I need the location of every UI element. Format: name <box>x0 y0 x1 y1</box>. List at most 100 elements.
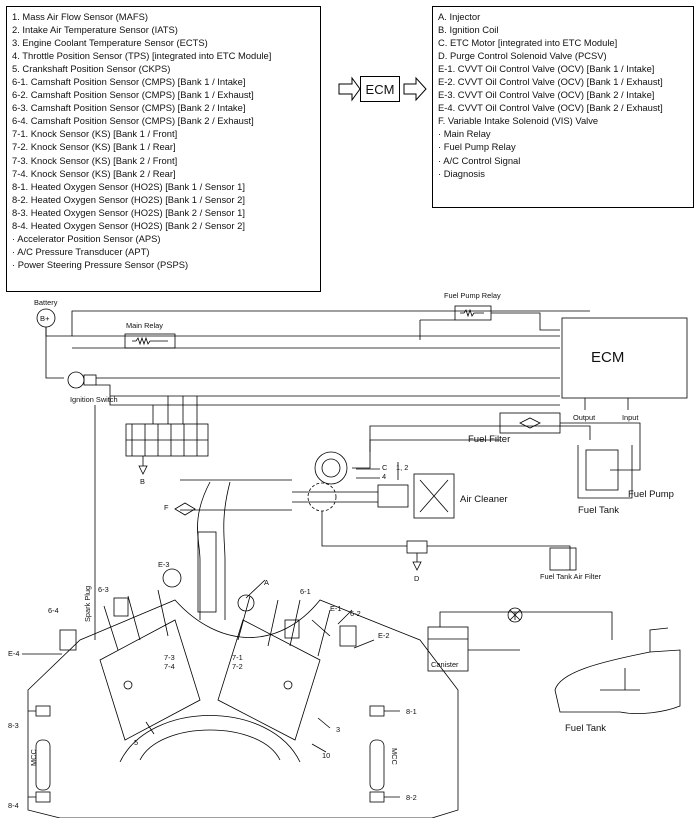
pcsv-valve <box>406 540 428 554</box>
fuel-pump-relay-label: Fuel Pump Relay <box>444 291 501 300</box>
output-list-item: E-4. CVVT Oil Control Valve (OCV) [Bank … <box>438 102 663 114</box>
fuel-tank-lower <box>554 649 681 714</box>
output-label: Output <box>573 413 595 422</box>
mcc-bank-2 <box>35 739 51 791</box>
label-e-1: E-1 <box>330 604 342 613</box>
mcc-bank-1 <box>369 739 385 791</box>
canister-label: Canister <box>431 660 459 669</box>
battery-label: Battery <box>34 298 58 307</box>
output-list-item: D. Purge Control Solenoid Valve (PCSV) <box>438 50 607 62</box>
air-cleaner <box>413 473 455 519</box>
fuel-tank-air-filter <box>549 547 577 571</box>
label-f: F <box>164 503 169 512</box>
fuel-filter <box>499 412 561 434</box>
label-5: 5 <box>134 738 138 747</box>
ecm-flow-arrows <box>338 76 427 102</box>
label-n1-2: 1, 2 <box>396 463 408 472</box>
mass-air-flow-sensor <box>377 484 409 508</box>
input-list-item: 8-4. Heated Oxygen Sensor (HO2S) [Bank 2… <box>12 219 245 231</box>
ecm-module <box>561 317 688 399</box>
cmps-6-1 <box>284 619 300 639</box>
input-list-item: 6-3. Camshaft Position Sensor (CMPS) [Ba… <box>12 102 246 114</box>
ho2s-8-3 <box>35 705 51 717</box>
fuel-pump <box>585 449 619 491</box>
spark-plug-label: Spark Plug <box>83 586 92 622</box>
input-list-item: · Power Steering Pressure Sensor (PSPS) <box>12 258 189 270</box>
label-c: C <box>382 463 388 472</box>
label-6-1: 6-1 <box>300 587 311 596</box>
injector-a <box>237 594 255 612</box>
input-list-item: 8-3. Heated Oxygen Sensor (HO2S) [Bank 2… <box>12 206 245 218</box>
input-list-item: 4. Throttle Position Sensor (TPS) [integ… <box>12 50 272 62</box>
center-ecm-label: ECM <box>365 81 395 97</box>
ho2s-8-4 <box>35 791 51 803</box>
ho2s-8-1 <box>369 705 385 717</box>
label-6-4: 6-4 <box>48 606 59 615</box>
intake-manifold <box>197 531 217 613</box>
rollover-valve <box>507 607 523 623</box>
input-list-item: 1. Mass Air Flow Sensor (MAFS) <box>12 11 148 22</box>
input-sensor-list: 1. Mass Air Flow Sensor (MAFS) 2. Intake … <box>6 6 321 292</box>
ignition-switch <box>67 371 85 389</box>
input-list-item: · Accelerator Position Sensor (APS) <box>12 232 161 244</box>
ignition-switch-label: Ignition Switch <box>70 395 118 404</box>
fuel-tank-air-filter-label: Fuel Tank Air Filter <box>540 572 602 581</box>
air-cleaner-label: Air Cleaner <box>460 494 508 505</box>
label-6-2: 6-2 <box>350 609 361 618</box>
label-7-1: 7-1 <box>232 653 243 662</box>
fuel-filter-label: Fuel Filter <box>468 434 510 445</box>
output-list-item: F. Variable Intake Solenoid (VIS) Valve <box>438 115 599 127</box>
main-relay <box>124 333 176 349</box>
input-list-item: 6-1. Camshaft Position Sensor (CMPS) [Ba… <box>12 76 246 88</box>
fuel-pump-label: Fuel Pump <box>628 489 674 500</box>
label-8-3: 8-3 <box>8 721 19 730</box>
label-e-4: E-4 <box>8 649 20 658</box>
input-list-item: 2. Intake Air Temperature Sensor (IATS) <box>12 24 178 36</box>
label-e-2: E-2 <box>378 631 390 640</box>
cylinder-bank-2 <box>99 619 201 741</box>
input-list-item: 5. Crankshaft Position Sensor (CKPS) <box>12 63 171 75</box>
input-list-item: 8-1. Heated Oxygen Sensor (HO2S) [Bank 1… <box>12 180 245 192</box>
output-list-item: E-2. CVVT Oil Control Valve (OCV) [Bank … <box>438 76 663 88</box>
output-list-item: · Fuel Pump Relay <box>438 141 516 153</box>
label-6-3: 6-3 <box>98 585 109 594</box>
input-list-item: · A/C Pressure Transducer (APT) <box>12 245 150 257</box>
cmps-6-4 <box>59 629 77 651</box>
input-list-item: 6-4. Camshaft Position Sensor (CMPS) [Ba… <box>12 115 254 127</box>
label-8-1: 8-1 <box>406 707 417 716</box>
input-list-item: 6-2. Camshaft Position Sensor (CMPS) [Ba… <box>12 89 254 101</box>
label-7-3: 7-3 <box>164 653 175 662</box>
engine-block <box>27 599 459 818</box>
ecm-label: ECM <box>591 349 624 366</box>
output-list-item: A. Injector <box>438 11 481 22</box>
throttle-body <box>307 482 337 512</box>
crankshaft-sprocket <box>119 715 301 763</box>
mcc-left-label: MCC <box>29 749 38 766</box>
cylinder-bank-1 <box>217 619 321 741</box>
ignition-coils <box>125 396 209 457</box>
ocv-e-3 <box>162 568 182 588</box>
ho2s-8-2 <box>369 791 385 803</box>
input-list-item: 7-1. Knock Sensor (KS) [Bank 1 / Front] <box>12 128 178 140</box>
label-d: D <box>414 574 419 583</box>
input-list: 1. Mass Air Flow Sensor (MAFS) 2. Intake … <box>12 10 320 271</box>
output-list-item: E-3. CVVT Oil Control Valve (OCV) [Bank … <box>438 89 655 101</box>
label-7-4: 7-4 <box>164 662 175 671</box>
label-8-2: 8-2 <box>406 793 417 802</box>
output-list-item: · Main Relay <box>438 128 491 140</box>
label-n4: 4 <box>382 472 386 481</box>
fuel-tank-top-label: Fuel Tank <box>578 505 619 516</box>
main-relay-label: Main Relay <box>126 321 163 330</box>
cmps-6-3 <box>113 597 129 617</box>
input-list-item: 3. Engine Coolant Temperature Sensor (EC… <box>12 37 208 49</box>
canister <box>427 626 469 672</box>
vis-valve <box>174 502 196 516</box>
label-7-2: 7-2 <box>232 662 243 671</box>
input-list-item: 7-2. Knock Sensor (KS) [Bank 1 / Rear] <box>12 141 176 153</box>
output-list-item: E-1. CVVT Oil Control Valve (OCV) [Bank … <box>438 63 655 75</box>
mcc-right-label: MCC <box>390 748 399 765</box>
cmps-6-2 <box>339 625 357 647</box>
